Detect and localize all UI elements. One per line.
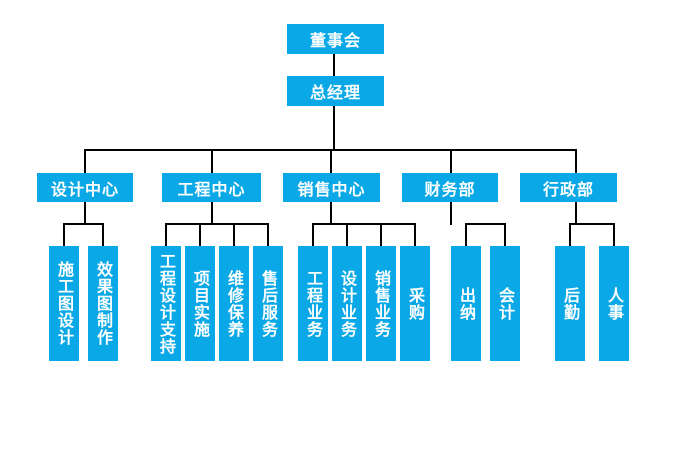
dept-box-sales: 销售中心 xyxy=(283,173,380,202)
unit-label: 工程业务 xyxy=(304,269,323,338)
unit-box: 项目实施 xyxy=(185,246,215,361)
dept-label: 财务部 xyxy=(424,179,476,199)
gm-label: 总经理 xyxy=(309,83,361,102)
unit-label: 会计 xyxy=(496,286,515,321)
unit-box: 工程设计支持 xyxy=(151,246,181,361)
unit-label: 后勤 xyxy=(561,286,580,321)
dept-label: 行政部 xyxy=(542,179,594,199)
dept-box-engineering: 工程中心 xyxy=(162,173,261,202)
unit-label: 出纳 xyxy=(457,286,476,321)
unit-box: 出纳 xyxy=(451,246,481,361)
unit-box: 效果图制作 xyxy=(88,246,118,361)
board-label: 董事会 xyxy=(309,31,361,50)
unit-label: 项目实施 xyxy=(191,269,210,338)
unit-label: 采购 xyxy=(406,286,425,321)
unit-label: 维修保养 xyxy=(225,269,244,338)
dept-label: 销售中心 xyxy=(297,179,366,199)
dept-label: 设计中心 xyxy=(50,179,119,199)
dept-box-design: 设计中心 xyxy=(37,173,133,202)
unit-box: 工程业务 xyxy=(298,246,328,361)
unit-box: 销售业务 xyxy=(366,246,396,361)
unit-label: 人事 xyxy=(605,286,624,321)
unit-label: 销售业务 xyxy=(372,269,391,338)
unit-box: 售后服务 xyxy=(253,246,283,361)
gm-box: 总经理 xyxy=(287,76,384,106)
unit-label: 设计业务 xyxy=(338,269,357,338)
unit-label: 售后服务 xyxy=(259,269,278,338)
unit-box: 施工图设计 xyxy=(49,246,79,361)
unit-box: 后勤 xyxy=(555,246,585,361)
unit-box: 采购 xyxy=(400,246,430,361)
unit-box: 维修保养 xyxy=(219,246,249,361)
unit-label: 工程设计支持 xyxy=(157,252,176,355)
unit-box: 设计业务 xyxy=(332,246,362,361)
dept-box-admin: 行政部 xyxy=(520,173,617,202)
unit-box: 人事 xyxy=(599,246,629,361)
dept-box-finance: 财务部 xyxy=(402,173,498,202)
unit-label: 施工图设计 xyxy=(55,261,74,346)
unit-label: 效果图制作 xyxy=(94,261,113,346)
dept-label: 工程中心 xyxy=(177,179,246,199)
unit-box: 会计 xyxy=(490,246,520,361)
board-box: 董事会 xyxy=(287,24,384,54)
